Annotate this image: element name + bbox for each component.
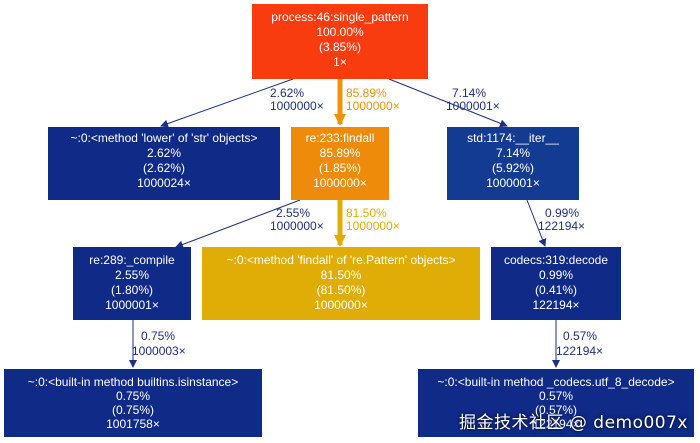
edge-decode-utf8: 0.57% 122194× — [552, 320, 603, 368]
node-total: 0.57% — [539, 389, 573, 403]
node-calls: 1000000× — [313, 176, 367, 190]
node-name: re:289:_compile — [89, 253, 175, 267]
node-utf8-decode[interactable]: ~:0:<built-in method _codecs.utf_8_decod… — [418, 369, 694, 437]
node-total: 0.99% — [539, 268, 573, 282]
edge-process-lower: 2.62% 1000000× — [160, 78, 324, 128]
node-name: codecs:319:decode — [504, 253, 608, 267]
node-pattern-findall[interactable]: ~:0:<method 'findall' of 're.Pattern' ob… — [202, 247, 480, 320]
edge-process-findall: 85.89% 1000000× — [334, 79, 400, 126]
node-calls: 1001758× — [106, 417, 160, 431]
edge-label-pct: 7.14% — [452, 86, 486, 100]
node-name: re:233:findall — [306, 131, 375, 145]
node-calls: 122194× — [532, 298, 579, 312]
edge-label-pct: 0.75% — [141, 329, 175, 343]
node-self: (2.62%) — [143, 161, 185, 175]
edge-compile-isinstance: 0.75% 1000003× — [129, 320, 186, 368]
node-calls: 1000000× — [314, 298, 368, 312]
node-self: (1.85%) — [319, 161, 361, 175]
edge-label-calls: 1000000× — [270, 99, 324, 113]
node-total: 7.14% — [496, 146, 530, 160]
node-process-single-pattern[interactable]: process:46:single_pattern 100.00% (3.85%… — [252, 4, 428, 79]
node-self: (3.85%) — [319, 40, 361, 54]
edge-label-calls: 1000000× — [270, 219, 324, 233]
node-name: ~:0:<built-in method builtins.isinstance… — [28, 375, 238, 389]
edge-process-iter: 7.14% 1000001× — [388, 78, 508, 128]
node-isinstance[interactable]: ~:0:<built-in method builtins.isinstance… — [4, 369, 262, 437]
node-total: 100.00% — [316, 25, 364, 39]
node-calls: 1000024× — [137, 176, 191, 190]
edge-label-calls: 122194× — [556, 344, 603, 358]
node-total: 81.50% — [321, 268, 362, 282]
node-re-findall[interactable]: re:233:findall 85.89% (1.85%) 1000000× — [291, 127, 389, 200]
node-lower[interactable]: ~:0:<method 'lower' of 'str' objects> 2.… — [48, 127, 280, 200]
edge-findall-compile: 2.55% 1000000× — [175, 199, 324, 249]
edge-label-pct: 81.50% — [346, 206, 387, 220]
node-total: 85.89% — [320, 146, 361, 160]
node-self: (0.57%) — [535, 403, 577, 417]
node-name: ~:0:<built-in method _codecs.utf_8_decod… — [437, 375, 674, 389]
node-self: (0.41%) — [535, 283, 577, 297]
node-self: (1.80%) — [111, 283, 153, 297]
edge-label-pct: 0.57% — [563, 329, 597, 343]
node-calls: 122194× — [532, 417, 579, 431]
node-re-compile[interactable]: re:289:_compile 2.55% (1.80%) 1000001× — [73, 247, 191, 320]
node-name: process:46:single_pattern — [271, 10, 408, 24]
node-calls: 1000001× — [105, 298, 159, 312]
edge-label-pct: 0.99% — [545, 206, 579, 220]
node-calls: 1000001× — [486, 176, 540, 190]
edge-label-pct: 2.62% — [270, 86, 304, 100]
watermark: 掘金技术社区 @ demo007x — [458, 413, 688, 433]
node-total: 2.55% — [115, 268, 149, 282]
edge-label-calls: 1000000× — [346, 219, 400, 233]
edge-findall-pattern: 81.50% 1000000× — [334, 200, 400, 247]
node-codecs-decode[interactable]: codecs:319:decode 0.99% (0.41%) 122194× — [491, 247, 621, 320]
node-total: 0.75% — [116, 389, 150, 403]
node-self: (81.50%) — [317, 283, 366, 297]
edge-label-calls: 1000001× — [446, 99, 500, 113]
node-std-iter[interactable]: std:1174:__iter__ 7.14% (5.92%) 1000001× — [447, 127, 579, 200]
edge-iter-decode: 0.99% 122194× — [526, 199, 585, 247]
node-name: ~:0:<method 'findall' of 're.Pattern' ob… — [227, 253, 456, 267]
node-calls: 1× — [333, 55, 347, 69]
node-total: 2.62% — [147, 146, 181, 160]
node-self: (0.75%) — [112, 403, 154, 417]
edge-label-pct: 2.55% — [276, 206, 310, 220]
node-name: std:1174:__iter__ — [467, 131, 559, 145]
node-name: ~:0:<method 'lower' of 'str' objects> — [71, 131, 258, 145]
node-self: (5.92%) — [492, 161, 534, 175]
edge-label-calls: 1000003× — [132, 344, 186, 358]
edge-label-calls: 1000000× — [346, 99, 400, 113]
edge-label-pct: 85.89% — [346, 86, 387, 100]
edge-label-calls: 122194× — [538, 219, 585, 233]
